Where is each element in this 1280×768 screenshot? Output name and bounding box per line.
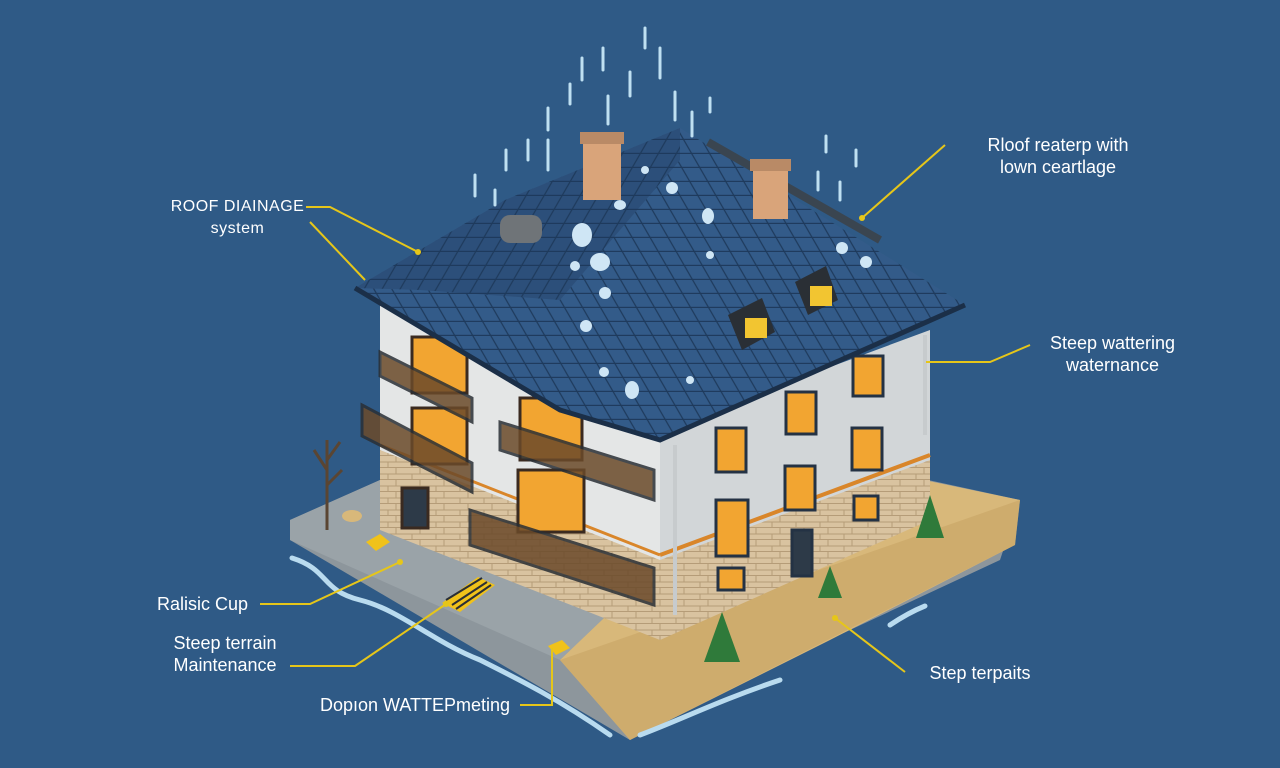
side-windows (714, 354, 885, 592)
pine-tree-icon (704, 495, 944, 662)
rain-drops (473, 26, 858, 207)
roof-vent (500, 215, 542, 243)
house-illustration (353, 128, 967, 640)
pavement-items (342, 510, 570, 655)
label-steep-terrain: Steep terrain Maintenance (150, 632, 300, 676)
label-steep-watering-line2: waternance (1065, 355, 1160, 375)
balconies (360, 349, 656, 608)
dormers (728, 266, 838, 350)
water-edge (289, 555, 928, 738)
label-dopion: Dopıon WATTEРmeting (300, 694, 530, 716)
label-steep-watering: Steep wattering waternance (1025, 332, 1200, 376)
label-ralisic-cup-line1: Ralisic Cup (156, 594, 249, 614)
leader-dots (397, 215, 865, 621)
label-step-terpaits-line1: Step terpaits (929, 663, 1031, 683)
label-ralisic-cup: Ralisic Cup (140, 593, 265, 615)
leader-lines (260, 144, 1031, 706)
roof-droplets (570, 166, 872, 399)
label-roof-drainage: ROOF DIAINAGE system (160, 196, 315, 240)
label-roof-repair-line1: Rloof reaterp with (987, 135, 1129, 155)
chimneys (580, 132, 791, 219)
label-steep-watering-line1: Steep wattering (1049, 333, 1176, 353)
bare-tree-icon (312, 440, 344, 530)
front-steps (442, 577, 495, 612)
label-roof-drainage-line1: ROOF DIAINAGE (170, 198, 305, 215)
label-roof-repair-line2: lown ceartlage (999, 157, 1117, 177)
label-roof-repair: Rloof reaterp with lown ceartlage (948, 134, 1168, 178)
label-steep-terrain-line1: Steep terrain (173, 633, 277, 653)
label-steep-terrain-line2: Maintenance (173, 655, 277, 675)
label-roof-drainage-line2: system (210, 220, 265, 237)
label-dopion-line1: Dopıon WATTEРmeting (319, 695, 511, 715)
label-step-terpaits: Step terpaits (905, 662, 1055, 684)
